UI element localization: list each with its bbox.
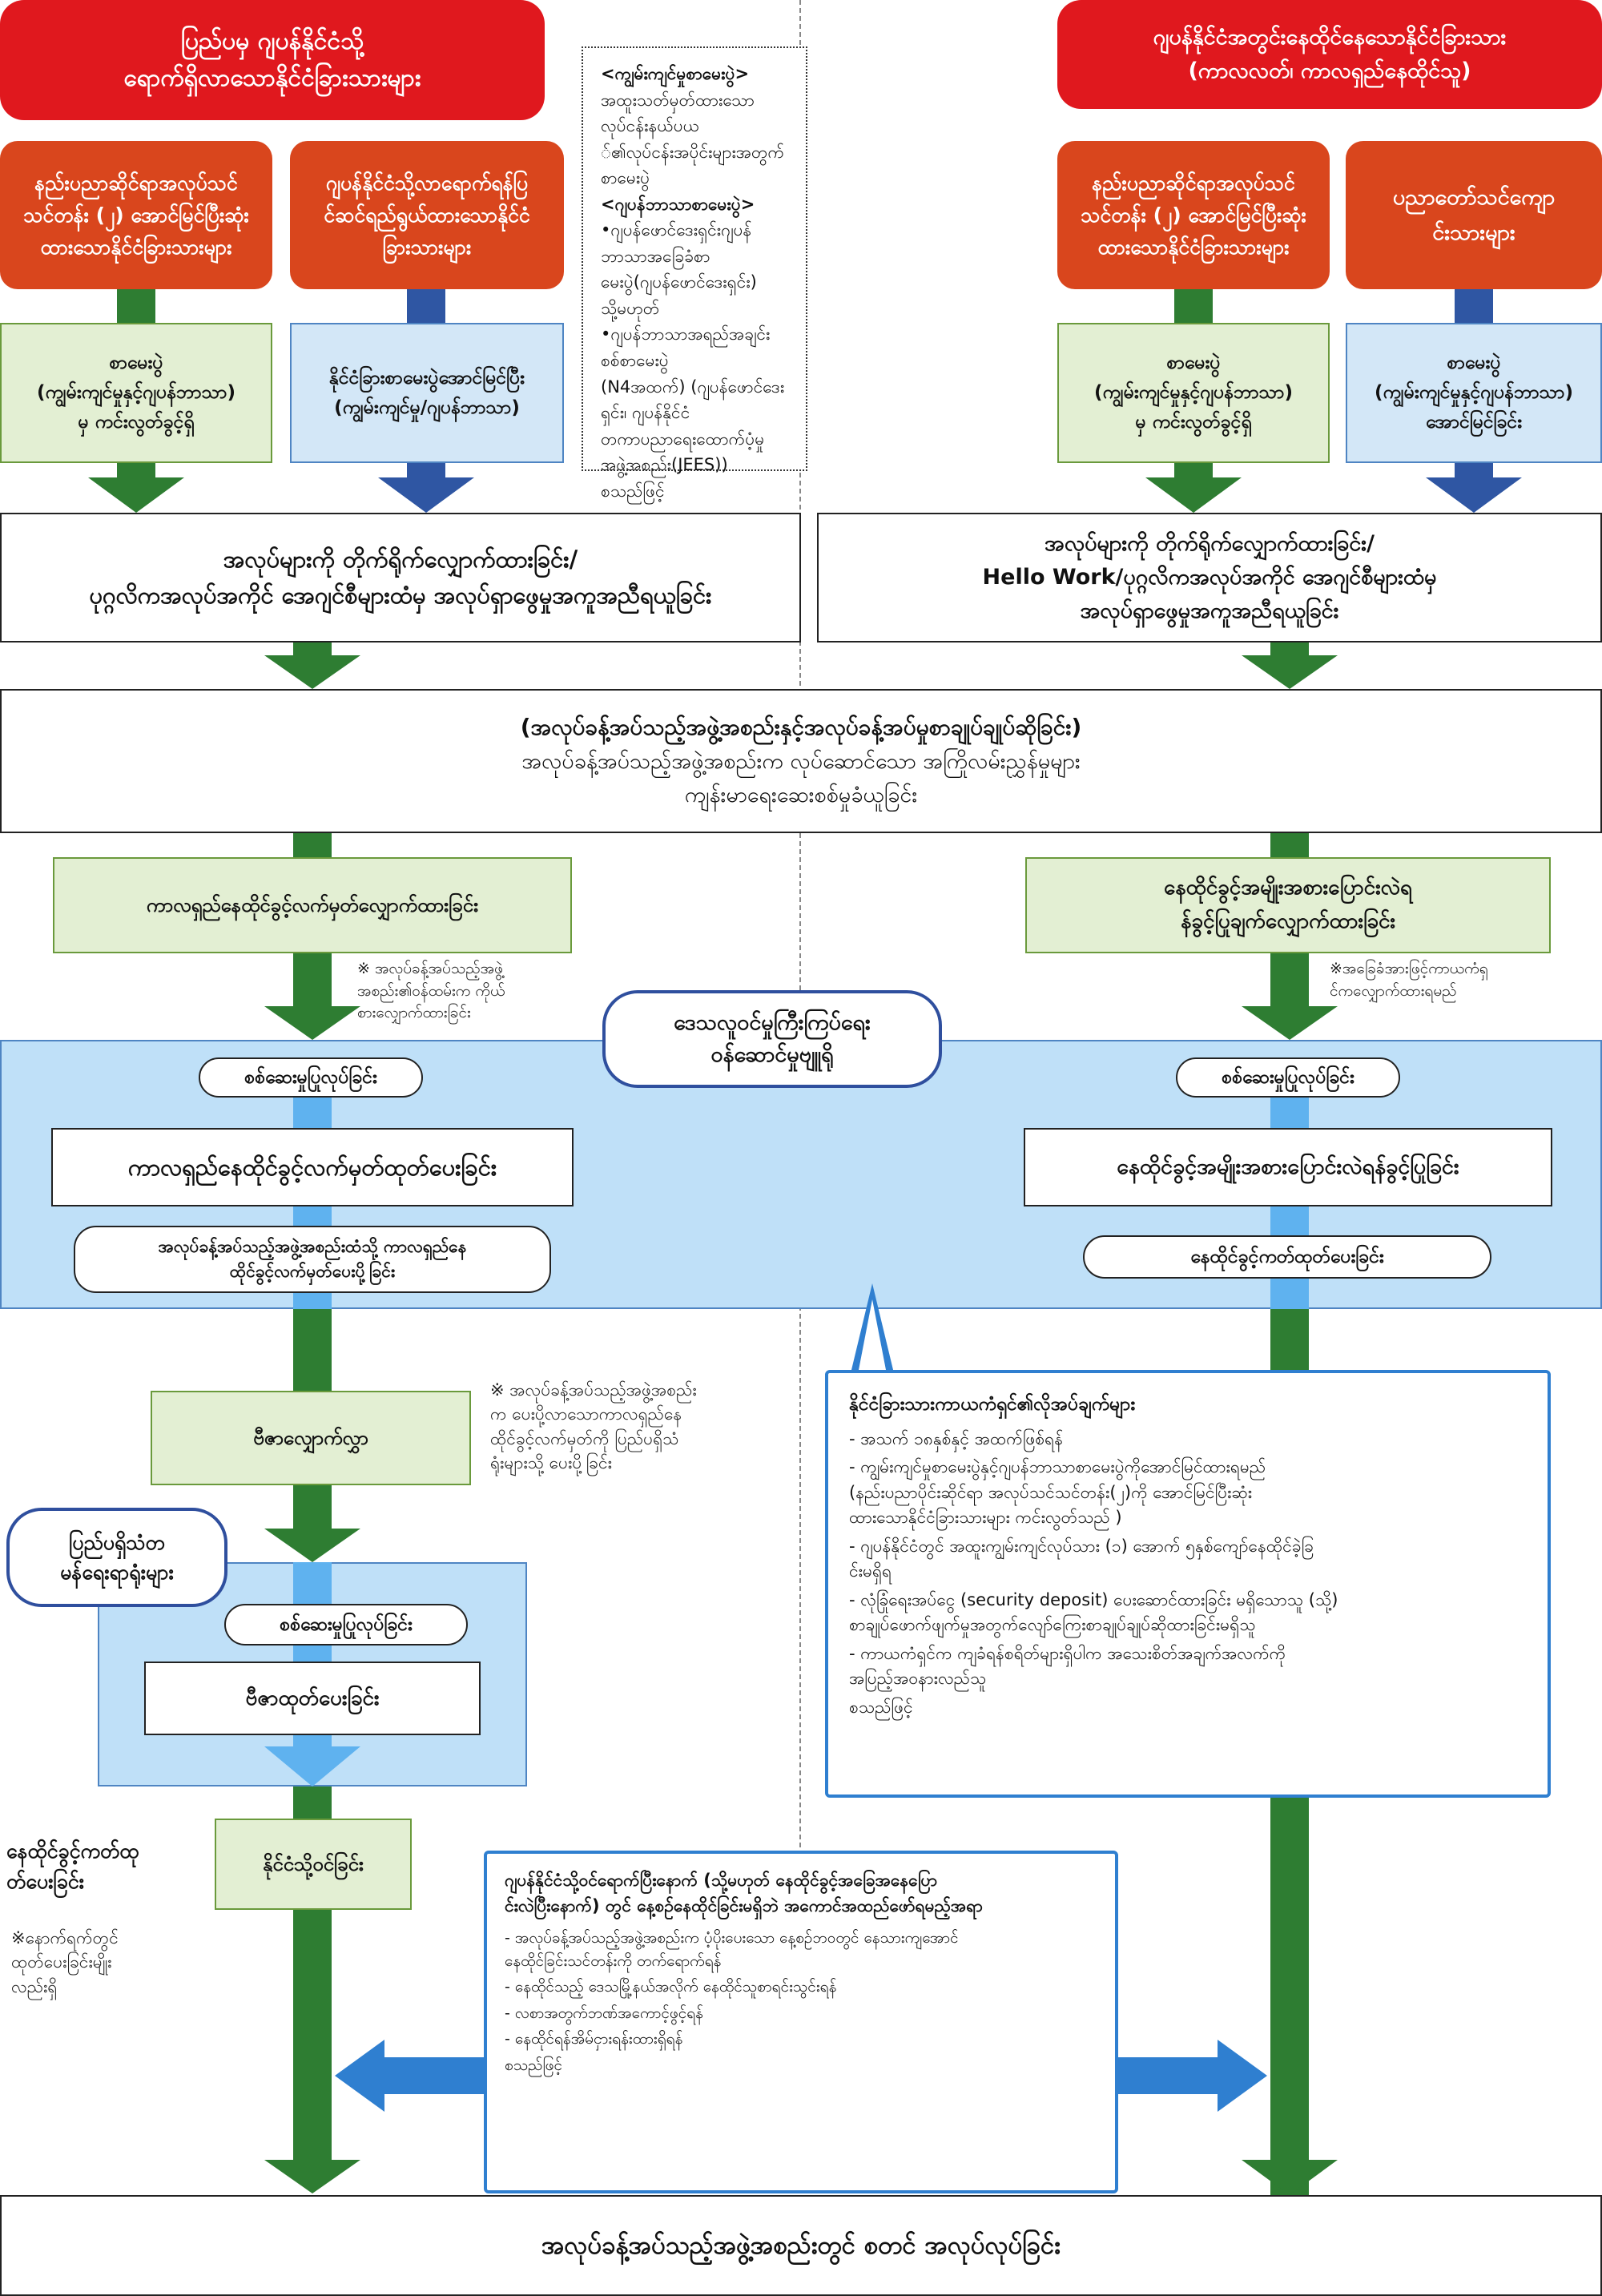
right-a-connector — [1174, 289, 1213, 323]
jp-exam-title: <ဂျပန်ဘာသာစာမေးပွဲ> — [601, 194, 755, 214]
final-box: အလုပ်ခန့်အပ်သည့်အဖွဲ့အစည်းတွင် စတင် အလုပ… — [0, 2195, 1602, 2296]
right-apply-arrow — [1242, 953, 1338, 1040]
right-a-arrow — [1145, 463, 1242, 513]
support-item: - နေထိုင်သည့် ဒေသမြို့နယ်အလိုက် နေထိုင်သ… — [505, 1978, 837, 1996]
left-b-arrow — [378, 463, 474, 513]
left-b-connector — [407, 289, 445, 323]
card-note: နေထိုင်ခွင့်ကတ်ထု တ်ပေးခြင်း — [6, 1839, 139, 1893]
left-a-arrow — [88, 463, 184, 513]
support-right-arrow — [1115, 2040, 1267, 2112]
requirements-etc: စသည်ဖြင့် — [849, 1697, 913, 1717]
right-header: ဂျပန်နိုင်ငံအတွင်းနေထိုင်နေသောနိုင်ငံခြာ… — [1057, 0, 1602, 109]
left-b-exam: နိုင်ငံခြားစာမေးပွဲအောင်မြင်ပြီး (ကျွမ်း… — [290, 323, 564, 463]
requirements-pointer — [851, 1283, 894, 1373]
requirement-item: - ကာယကံရှင်က ကျခံရန်စရိတ်များရှိပါက အသေး… — [849, 1643, 1286, 1689]
left-apply: ကာလရှည်နေထိုင်ခွင့်လက်မှတ်လျှောက်ထားခြင်… — [53, 857, 572, 953]
left-cert-send: အလုပ်ခန့်အပ်သည့်အဖွဲ့အစည်းထံသို့ ကာလရှည်… — [74, 1226, 551, 1293]
left-trunk-3 — [293, 1786, 332, 1819]
requirement-item: - ကျွမ်းကျင်မှုစာမေးပွဲနှင့်ဂျပန်ဘာသာစာမ… — [849, 1457, 1266, 1527]
left-apply-arrow — [264, 953, 360, 1040]
right-card-issue: နေထိုင်ခွင့်ကတ်ထုတ်ပေးခြင်း — [1083, 1235, 1491, 1279]
entry-arrow — [264, 1910, 360, 2193]
left-a-exam: စာမေးပွဲ (ကျွမ်းကျင်မှုနှင့်ဂျပန်ဘာသာ) မ… — [0, 323, 272, 463]
right-job-search: အလုပ်များကို တိုက်ရိုက်လျှောက်ထားခြင်း/ … — [817, 513, 1602, 642]
right-a-exam: စာမေးပွဲ (ကျွမ်းကျင်မှုနှင့်ဂျပန်ဘာသာ) မ… — [1057, 323, 1330, 463]
left-trunk-2 — [293, 1309, 332, 1391]
support-item: - လစာအတွက်ဘဏ်အကောင့်ဖွင့်ရန် — [505, 2004, 704, 2022]
jp-exam-or: သို့မဟုတ် — [601, 298, 660, 318]
left-a-header: နည်းပညာဆိုင်ရာအလုပ်သင် သင်တန်း (၂) အောင်… — [0, 141, 272, 289]
support-item: - အလုပ်ခန့်အပ်သည့်အဖွဲ့အစည်းက ပံ့ပိုးပေး… — [505, 1929, 959, 1970]
right-b-exam: စာမေးပွဲ (ကျွမ်းကျင်မှုနှင့်ဂျပန်ဘာသာ) အ… — [1346, 323, 1602, 463]
left-trunk-1 — [293, 833, 332, 857]
embassy-arrow — [264, 1746, 360, 1786]
right-apply-note: ※အခြေခံအားဖြင့်ကာယကံရှ င်ကလျှောက်ထားရမည် — [1330, 960, 1488, 1000]
right-b-connector — [1455, 289, 1493, 323]
visa-arrow — [264, 1485, 360, 1562]
support-box: ဂျပန်နိုင်ငံသို့ဝင်ရောက်ပြီးနောက် (သို့မ… — [484, 1851, 1118, 2193]
right-final-arrow — [1242, 2160, 1338, 2195]
exam-note: <ကျွမ်းကျင်မှုစာမေးပွဲ> အထူးသတ်မှတ်ထားသေ… — [582, 46, 807, 501]
left-b-header: ဂျပန်နိုင်ငံသို့လာရောက်ရန်ပြ င်ဆင်ရည်ရွယ… — [290, 141, 564, 289]
requirements-list: - အသက် ၁၈နှစ်နှင့် အထက်ဖြစ်ရန် - ကျွမ်းက… — [849, 1427, 1527, 1692]
embassy-exam: စစ်ဆေးမှုပြုလုပ်ခြင်း — [224, 1604, 468, 1645]
right-a-header: နည်းပညာဆိုင်ရာအလုပ်သင် သင်တန်း (၂) အောင်… — [1057, 141, 1330, 289]
support-title: ဂျပန်နိုင်ငံသို့ဝင်ရောက်ပြီးနောက် (သို့မ… — [505, 1871, 983, 1915]
right-region-exam: စစ်ဆေးမှုပြုလုပ်ခြင်း — [1176, 1057, 1400, 1098]
skill-exam-title: <ကျွမ်းကျင်မှုစာမေးပွဲ> — [601, 64, 750, 83]
left-cert-issue: ကာလရှည်နေထိုင်ခွင့်လက်မှတ်ထုတ်ပေးခြင်း — [51, 1128, 574, 1206]
right-job-arrow — [1242, 642, 1338, 689]
requirement-item: - ဂျပန်နိုင်ငံတွင် အထူးကျွမ်းကျင်လုပ်သား… — [849, 1536, 1314, 1581]
right-b-arrow — [1426, 463, 1522, 513]
immigration-bureau: ဒေသလူဝင်မှုကြီးကြပ်ရေး ဝန်ဆောင်မှုဗျူရို — [602, 990, 942, 1088]
embassy-label: ပြည်ပရှိသံတ မန်ရေးရာရုံးများ — [6, 1508, 227, 1607]
requirements-title: နိုင်ငံခြားသားကာယကံရှင်၏လိုအပ်ချက်များ — [849, 1394, 1136, 1415]
support-left-arrow — [335, 2040, 487, 2112]
jp-exam-item2: •ဂျပန်ဘာသာအရည်အချင်းစစ်စာမေးပွဲ (N4အထက်)… — [601, 324, 785, 475]
right-apply: နေထိုင်ခွင့်အမျိုးအစားပြောင်းလဲရ န်ခွင့်… — [1025, 857, 1551, 953]
requirement-item: - လုံခြုံရေးအပ်ငွေ (security deposit) ပေ… — [849, 1589, 1338, 1635]
right-permit: နေထိုင်ခွင့်အမျိုးအစားပြောင်းလဲရန်ခွင့်ပ… — [1024, 1128, 1552, 1206]
entry: နိုင်ငံသို့ဝင်ခြင်း — [215, 1819, 412, 1910]
requirement-item: - အသက် ၁၈နှစ်နှင့် အထက်ဖြစ်ရန် — [849, 1428, 1064, 1448]
visa-apply-note: ※ အလုပ်ခန့်အပ်သည့်အဖွဲ့အစည်း က ပေးပို့လာ… — [490, 1380, 697, 1473]
left-region-exam: စစ်ဆေးမှုပြုလုပ်ခြင်း — [199, 1057, 423, 1098]
contract-title: (အလုပ်ခန့်အပ်သည့်အဖွဲ့အစည်းနှင့်အလုပ်ခန့… — [520, 714, 1082, 741]
left-header: ပြည်ပမှ ဂျပန်နိုင်ငံသို့ ရောက်ရှိလာသောနိ… — [0, 0, 545, 120]
support-item: - နေထိုင်ရန်အိမ်ငှားရန်းထားရှိရန် — [505, 2030, 683, 2048]
jp-exam-item1: •ဂျပန်ဖောင်ဒေးရှင်းဂျပန်ဘာသာအခြေခံစာ မေး… — [601, 220, 757, 292]
support-list: - အလုပ်ခန့်အပ်သည့်အဖွဲ့အစည်းက ပံ့ပိုးပေး… — [505, 1927, 1097, 2051]
requirements-box: နိုင်ငံခြားသားကာယကံရှင်၏လိုအပ်ချက်များ -… — [825, 1370, 1551, 1798]
jp-exam-etc: စသည်ဖြင့် — [601, 481, 665, 501]
contract-body: အလုပ်ခန့်အပ်သည့်အဖွဲ့အစည်းက လုပ်ဆောင်သော… — [521, 748, 1081, 808]
right-b-header: ပညာတော်သင်ကျော င်းသားများ — [1346, 141, 1602, 289]
card-sub: ※နောက်ရက်တွင် ထုတ်ပေးခြင်းမျိုး လည်းရှိ — [11, 1928, 119, 1996]
left-job-arrow — [264, 642, 360, 689]
support-etc: စသည်ဖြင့် — [505, 2056, 563, 2074]
left-a-connector — [117, 289, 155, 323]
visa-apply: ဗီဇာလျှောက်လွှာ — [151, 1391, 471, 1485]
left-apply-note: ※ အလုပ်ခန့်အပ်သည့်အဖွဲ့ အစည်း၏ဝန်ထမ်းက က… — [357, 960, 505, 1022]
skill-exam-body: အထူးသတ်မှတ်ထားသောလုပ်ငန်းနယ်ပယ ်၏လုပ်ငန်… — [601, 90, 785, 188]
visa-issue: ဗီဇာထုတ်ပေးခြင်း — [144, 1662, 481, 1735]
left-job-search: အလုပ်များကို တိုက်ရိုက်လျှောက်ထားခြင်း/ … — [0, 513, 801, 642]
contract-box: (အလုပ်ခန့်အပ်သည့်အဖွဲ့အစည်းနှင့်အလုပ်ခန့… — [0, 689, 1602, 833]
right-trunk-1 — [1270, 833, 1309, 857]
